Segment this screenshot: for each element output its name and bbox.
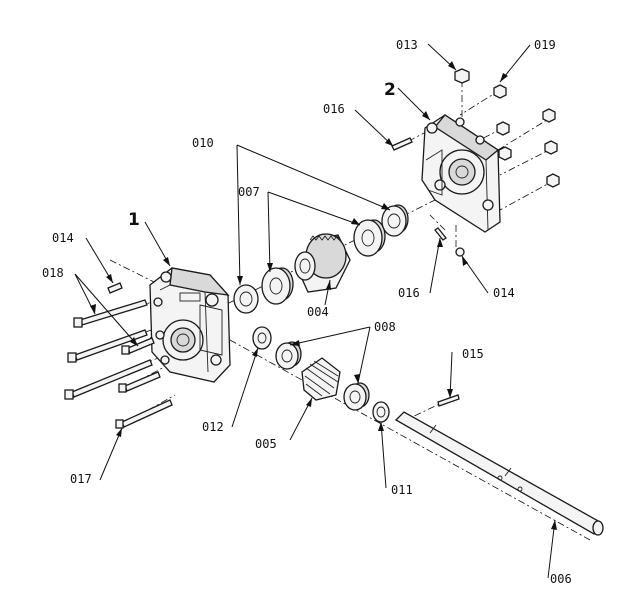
bearing-008-left: [275, 341, 302, 370]
bearing-007-left: [261, 267, 294, 305]
label-assembly-1: 1: [128, 210, 140, 230]
shaft-006: [394, 411, 604, 536]
washer-011: [372, 401, 390, 423]
label-assembly-2: 2: [384, 80, 396, 100]
label-016-top: 016: [323, 102, 345, 116]
label-016-bottom: 016: [398, 286, 420, 300]
leader-lines: [74, 43, 556, 579]
nuts-right: [391, 68, 560, 257]
label-010: 010: [192, 136, 214, 150]
housing-right: [421, 114, 501, 233]
bearing-008-right: [343, 382, 370, 411]
label-006: 006: [550, 572, 572, 586]
label-018: 018: [42, 266, 64, 280]
label-007: 007: [238, 185, 260, 199]
part-labels: 1 2 013 019 016 010 007 014 018 016 014 …: [42, 38, 572, 586]
label-012: 012: [202, 420, 224, 434]
label-017: 017: [70, 472, 92, 486]
label-011: 011: [391, 483, 413, 497]
worm-gear-005: [301, 357, 341, 401]
washer-012: [252, 326, 272, 350]
bearing-010-right: [381, 204, 409, 237]
gear-004: [294, 233, 351, 293]
arrowheads: [90, 61, 557, 530]
label-015: 015: [462, 347, 484, 361]
label-014-left: 014: [52, 231, 74, 245]
label-008: 008: [374, 320, 396, 334]
label-013: 013: [396, 38, 418, 52]
bearing-010-left: [233, 284, 259, 314]
label-014-right: 014: [493, 286, 515, 300]
label-005: 005: [255, 437, 277, 451]
housing-left: [149, 267, 231, 383]
bolts-left: [64, 282, 173, 429]
label-004: 004: [307, 305, 329, 319]
bearing-007-right: [353, 219, 386, 257]
label-019: 019: [534, 38, 556, 52]
pin-015: [437, 394, 460, 407]
center-lines: [71, 80, 591, 541]
